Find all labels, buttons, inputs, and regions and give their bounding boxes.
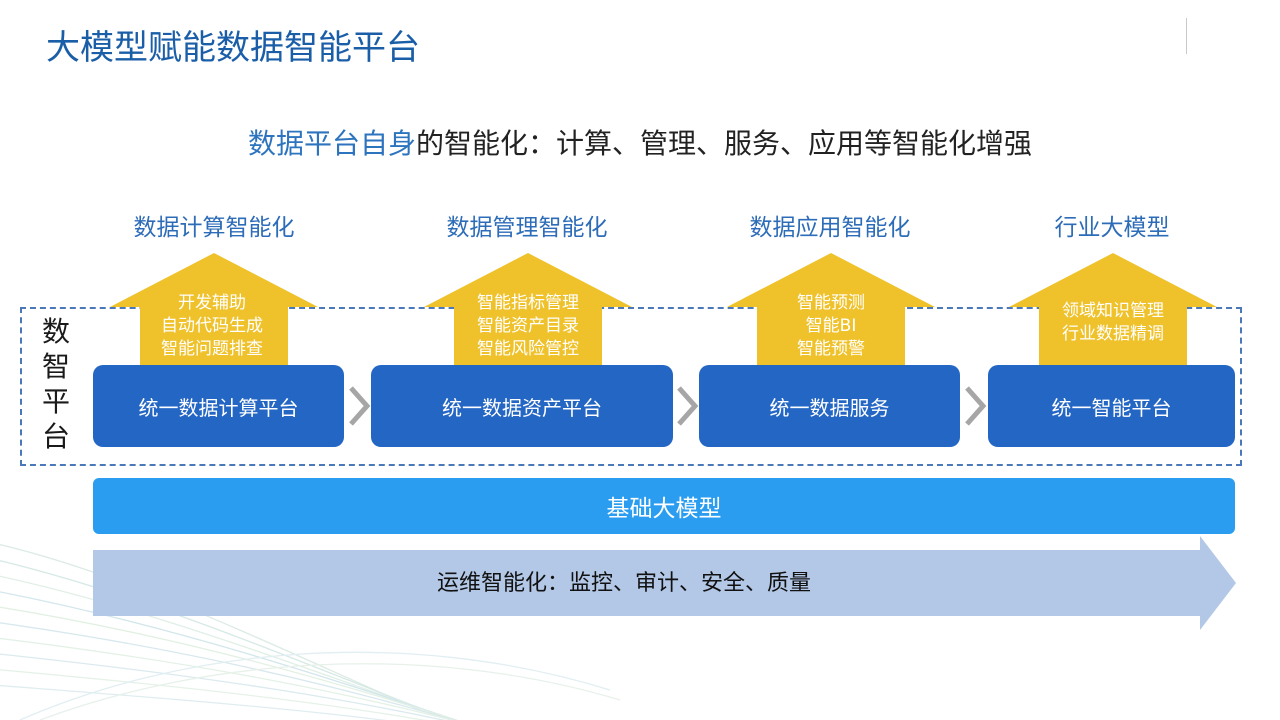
- up-arrow-management: [424, 253, 632, 365]
- column-heading-compute: 数据计算智能化: [133, 215, 295, 241]
- side-label-char: 智: [41, 350, 70, 383]
- arrow-text-line: 智能BI: [805, 316, 857, 336]
- arrow-text-line: 智能预测: [797, 293, 865, 313]
- subtitle-rest: 的智能化：计算、管理、服务、应用等智能化增强: [416, 127, 1033, 160]
- arrow-text-line: 行业数据精调: [1062, 324, 1164, 344]
- subtitle: 数据平台自身的智能化：计算、管理、服务、应用等智能化增强: [0, 124, 1280, 164]
- arrow-text-line: 自动代码生成: [161, 316, 263, 336]
- column-heading-application: 数据应用智能化: [749, 215, 911, 241]
- arrow-text-line: 智能风险管控: [477, 339, 579, 359]
- ops-arrow-bar: [93, 536, 1236, 630]
- page-title: 大模型赋能数据智能平台: [46, 28, 420, 68]
- arrow-text-compute: 开发辅助 自动代码生成 智能问题排查: [137, 292, 287, 361]
- arrow-text-application: 智能预测 智能BI 智能预警: [756, 292, 906, 361]
- side-label-char: 数: [41, 315, 70, 348]
- side-label-char: 台: [41, 420, 70, 453]
- divider: [1186, 18, 1187, 54]
- platform-asset: 统一数据资产平台: [371, 365, 673, 447]
- column-heading-industry: 行业大模型: [1054, 215, 1170, 241]
- data-intelligence-platform-frame: [20, 307, 1242, 466]
- up-arrow-industry: [1009, 253, 1217, 365]
- up-arrow-compute: [110, 253, 318, 365]
- chevron-right-icon: [677, 386, 699, 426]
- arrow-text-line: 智能预警: [797, 339, 865, 359]
- subtitle-highlight: 数据平台自身: [247, 127, 416, 160]
- base-model-bar: 基础大模型: [93, 478, 1235, 534]
- arrow-text-line: 智能问题排查: [161, 339, 263, 359]
- platform-intelligence: 统一智能平台: [988, 365, 1235, 447]
- platform-compute: 统一数据计算平台: [93, 365, 344, 447]
- up-arrow-application: [727, 253, 935, 365]
- arrow-text-line: 智能指标管理: [477, 293, 579, 313]
- platform-service: 统一数据服务: [699, 365, 960, 447]
- arrow-text-line: 领域知识管理: [1062, 301, 1164, 321]
- arrow-text-industry: 领域知识管理 行业数据精调: [1038, 300, 1188, 346]
- arrow-text-line: 开发辅助: [178, 293, 246, 313]
- platform-side-label: 数 智 平 台: [34, 314, 78, 454]
- ops-intelligence-label: 运维智能化：监控、审计、安全、质量: [437, 571, 812, 596]
- arrow-text-line: 智能资产目录: [477, 316, 579, 336]
- side-label-char: 平: [41, 385, 70, 418]
- chevron-right-icon: [965, 386, 987, 426]
- arrow-text-management: 智能指标管理 智能资产目录 智能风险管控: [453, 292, 603, 361]
- column-heading-management: 数据管理智能化: [446, 215, 608, 241]
- chevron-right-icon: [349, 386, 371, 426]
